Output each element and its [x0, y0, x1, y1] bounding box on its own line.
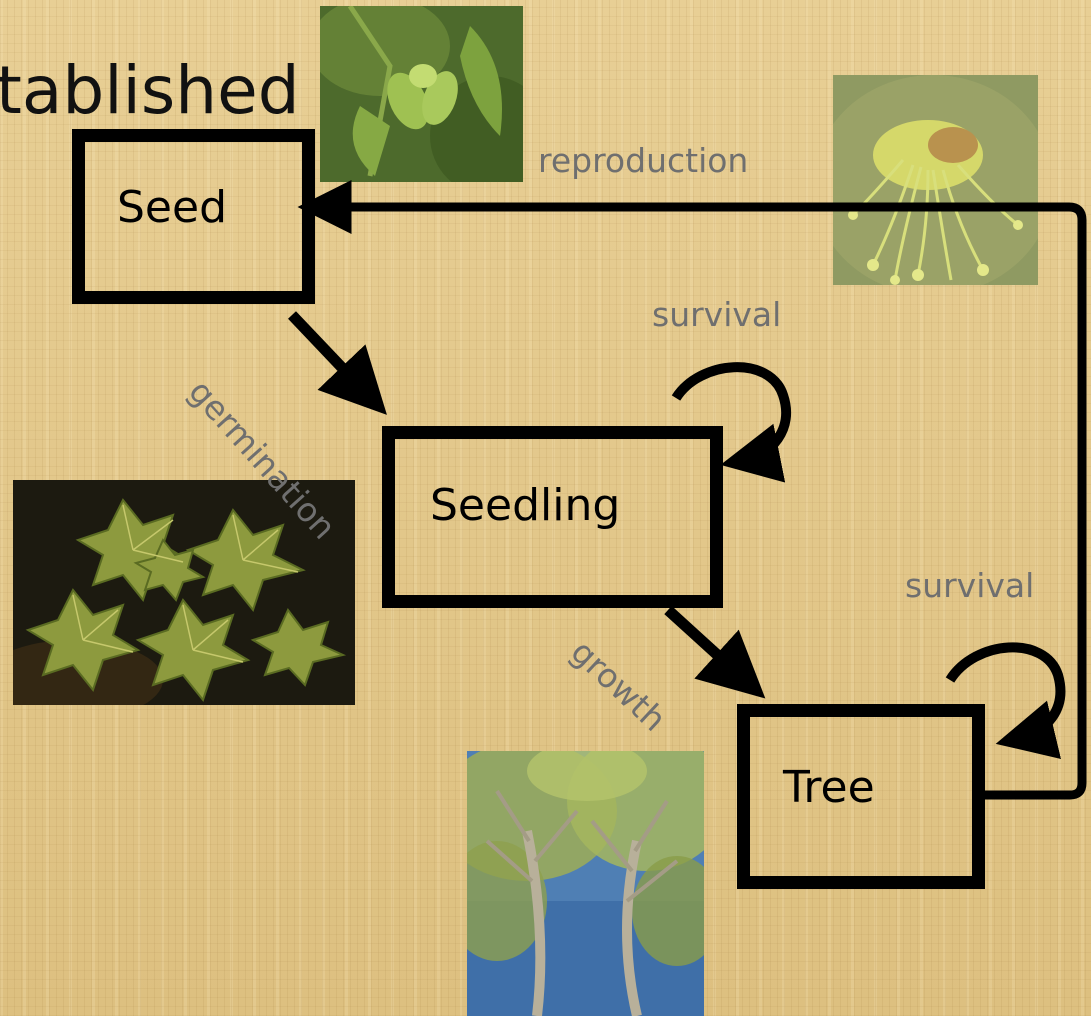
seedling-node: Seedling — [382, 426, 723, 608]
seedling-label: Seedling — [430, 480, 620, 531]
tree-label: Tree — [783, 762, 875, 813]
tree-node: Tree — [737, 704, 985, 889]
seedling-survival-label: survival — [652, 295, 781, 334]
seed-node: Seed — [72, 129, 315, 304]
growth-arrow — [668, 610, 745, 680]
tree-survival-label: survival — [905, 566, 1034, 605]
germination-arrow — [292, 315, 368, 395]
reproduction-label: reproduction — [538, 141, 748, 180]
seed-label: Seed — [117, 182, 227, 233]
